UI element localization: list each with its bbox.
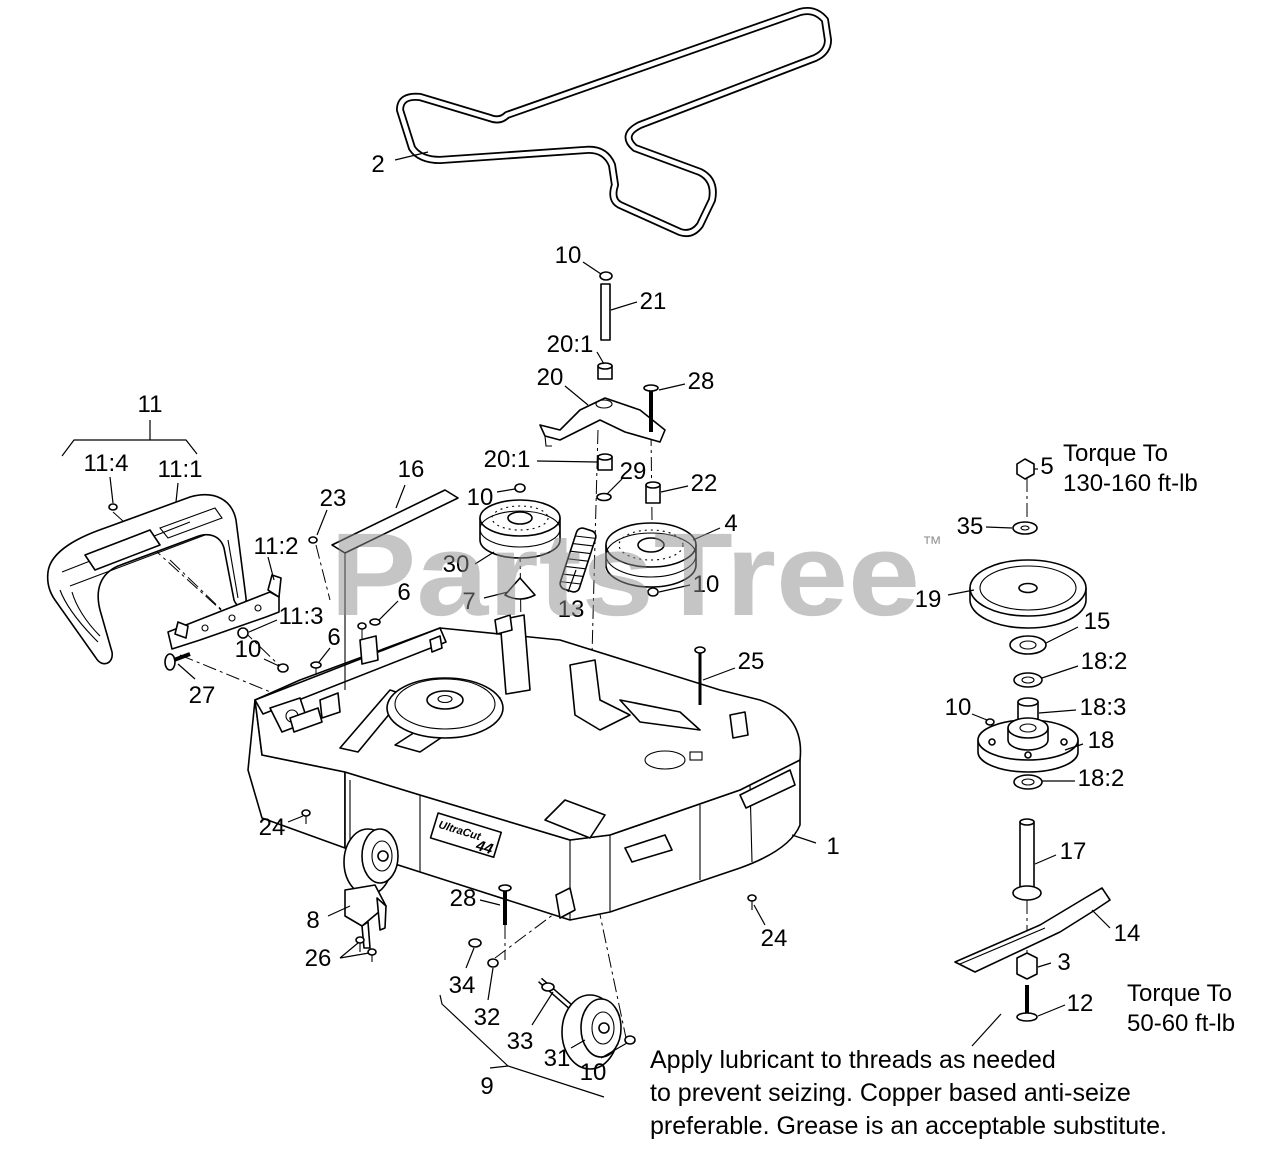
callout: 4 <box>724 510 737 537</box>
callout: 10 <box>555 242 582 269</box>
callout: 18 <box>1088 727 1115 754</box>
callout: 27 <box>189 682 216 709</box>
callout: 1 <box>826 833 839 860</box>
callout: 20:1 <box>547 331 594 358</box>
torque-note-heading: Torque To <box>1127 980 1232 1007</box>
rod-part-21 <box>599 271 613 341</box>
belt-part-2 <box>396 7 832 238</box>
callout: 32 <box>474 1004 501 1031</box>
small-fasteners <box>277 536 381 673</box>
plate-part-16 <box>331 489 459 690</box>
pulley-part-4 <box>605 522 697 597</box>
callout: 18:2 <box>1081 648 1128 675</box>
torque-note-value: 130-160 ft-lb <box>1063 470 1198 497</box>
callout-labels: 2 10 21 20:1 20 28 11 11:4 11:1 16 20:1 … <box>84 151 1141 1100</box>
callout: 23 <box>320 485 347 512</box>
cover-part-11-1 <box>46 493 247 665</box>
screws-part-24 <box>301 809 757 910</box>
lubrication-note-line: Apply lubricant to threads as needed <box>650 1046 1056 1074</box>
callout: 20:1 <box>484 446 531 473</box>
callout: 26 <box>305 945 332 972</box>
callout: 6 <box>397 579 410 606</box>
screw-part-11-4 <box>108 503 118 511</box>
leader-lines <box>61 151 1111 1069</box>
watermark: PartsTree ™ <box>330 509 942 641</box>
callout: 11 <box>138 391 163 418</box>
callout: 9 <box>480 1073 493 1100</box>
callout: 20 <box>537 364 564 391</box>
callout: 22 <box>691 470 718 497</box>
callout: 28 <box>450 885 477 912</box>
deck-decal: UltraCut 44 <box>429 812 503 859</box>
callout: 11:1 <box>158 456 203 483</box>
torque-note-heading: Torque To <box>1063 440 1168 467</box>
callout: 2 <box>371 151 384 178</box>
spindle-assembly <box>954 458 1111 1022</box>
callout: 35 <box>957 513 984 540</box>
callout: 21 <box>640 288 667 315</box>
front-wheel <box>343 828 399 896</box>
callout: 5 <box>1040 453 1053 480</box>
washer-part-29 <box>596 492 612 502</box>
callout: 18:2 <box>1078 765 1125 792</box>
callout: 28 <box>688 368 715 395</box>
torque-note-value: 50-60 ft-lb <box>1127 1010 1235 1037</box>
screws-part-26 <box>355 936 377 962</box>
nut-part-11-3 <box>237 627 249 639</box>
cone-part-7 <box>504 577 536 600</box>
lubrication-note-line: preferable. Grease is an acceptable subs… <box>650 1112 1167 1140</box>
callout: 10 <box>693 571 720 598</box>
bracket-part-11-2 <box>167 574 282 650</box>
callout: 10 <box>580 1059 607 1086</box>
callout: 19 <box>915 586 942 613</box>
torque-note-upper: Torque To 130-160 ft-lb <box>1063 440 1198 497</box>
watermark-brand: PartsTree <box>330 509 920 641</box>
callout: 15 <box>1084 608 1111 635</box>
callout: 30 <box>443 551 470 578</box>
callout: 11:4 <box>84 450 129 477</box>
callout: 33 <box>507 1028 534 1055</box>
callout: 3 <box>1057 949 1070 976</box>
callout: 10 <box>467 484 494 511</box>
callout: 34 <box>449 972 476 999</box>
callout: 8 <box>306 907 319 934</box>
lubrication-note-line: to prevent seizing. Copper based anti-se… <box>650 1079 1131 1107</box>
torque-note-lower: Torque To 50-60 ft-lb <box>1127 980 1235 1037</box>
callout: 11:3 <box>279 603 324 630</box>
bracket-part-8 <box>344 884 387 949</box>
wheel-assembly-part-9 <box>439 884 636 1098</box>
bolt-part-27 <box>164 652 191 671</box>
mower-deck-part-1: UltraCut 44 <box>247 614 802 921</box>
pulley-part-30 <box>479 483 561 559</box>
callout: 7 <box>462 588 475 615</box>
callout: 11:2 <box>254 533 299 560</box>
callout: 29 <box>620 458 647 485</box>
callout: 25 <box>738 648 765 675</box>
deck-decal-size: 44 <box>473 837 496 859</box>
callout: 13 <box>558 596 585 623</box>
watermark-trademark: ™ <box>922 533 942 555</box>
callout: 17 <box>1060 838 1087 865</box>
callout: 24 <box>761 925 788 952</box>
bushings-part-20-1 <box>597 362 613 471</box>
callout: 10 <box>235 636 262 663</box>
callout: 18:3 <box>1080 694 1127 721</box>
callout: 31 <box>544 1045 571 1072</box>
callout: 14 <box>1114 920 1141 947</box>
callout: 16 <box>398 456 425 483</box>
callout: 24 <box>259 814 286 841</box>
callout: 10 <box>945 694 972 721</box>
callout: 12 <box>1067 990 1094 1017</box>
bolt-part-25 <box>694 646 706 705</box>
bolt-part-28-upper <box>643 384 659 432</box>
lubrication-note: Apply lubricant to threads as needed to … <box>650 1046 1167 1140</box>
idler-arm-part-20 <box>539 397 666 447</box>
callout: 6 <box>327 624 340 651</box>
bushing-part-22 <box>645 481 661 504</box>
